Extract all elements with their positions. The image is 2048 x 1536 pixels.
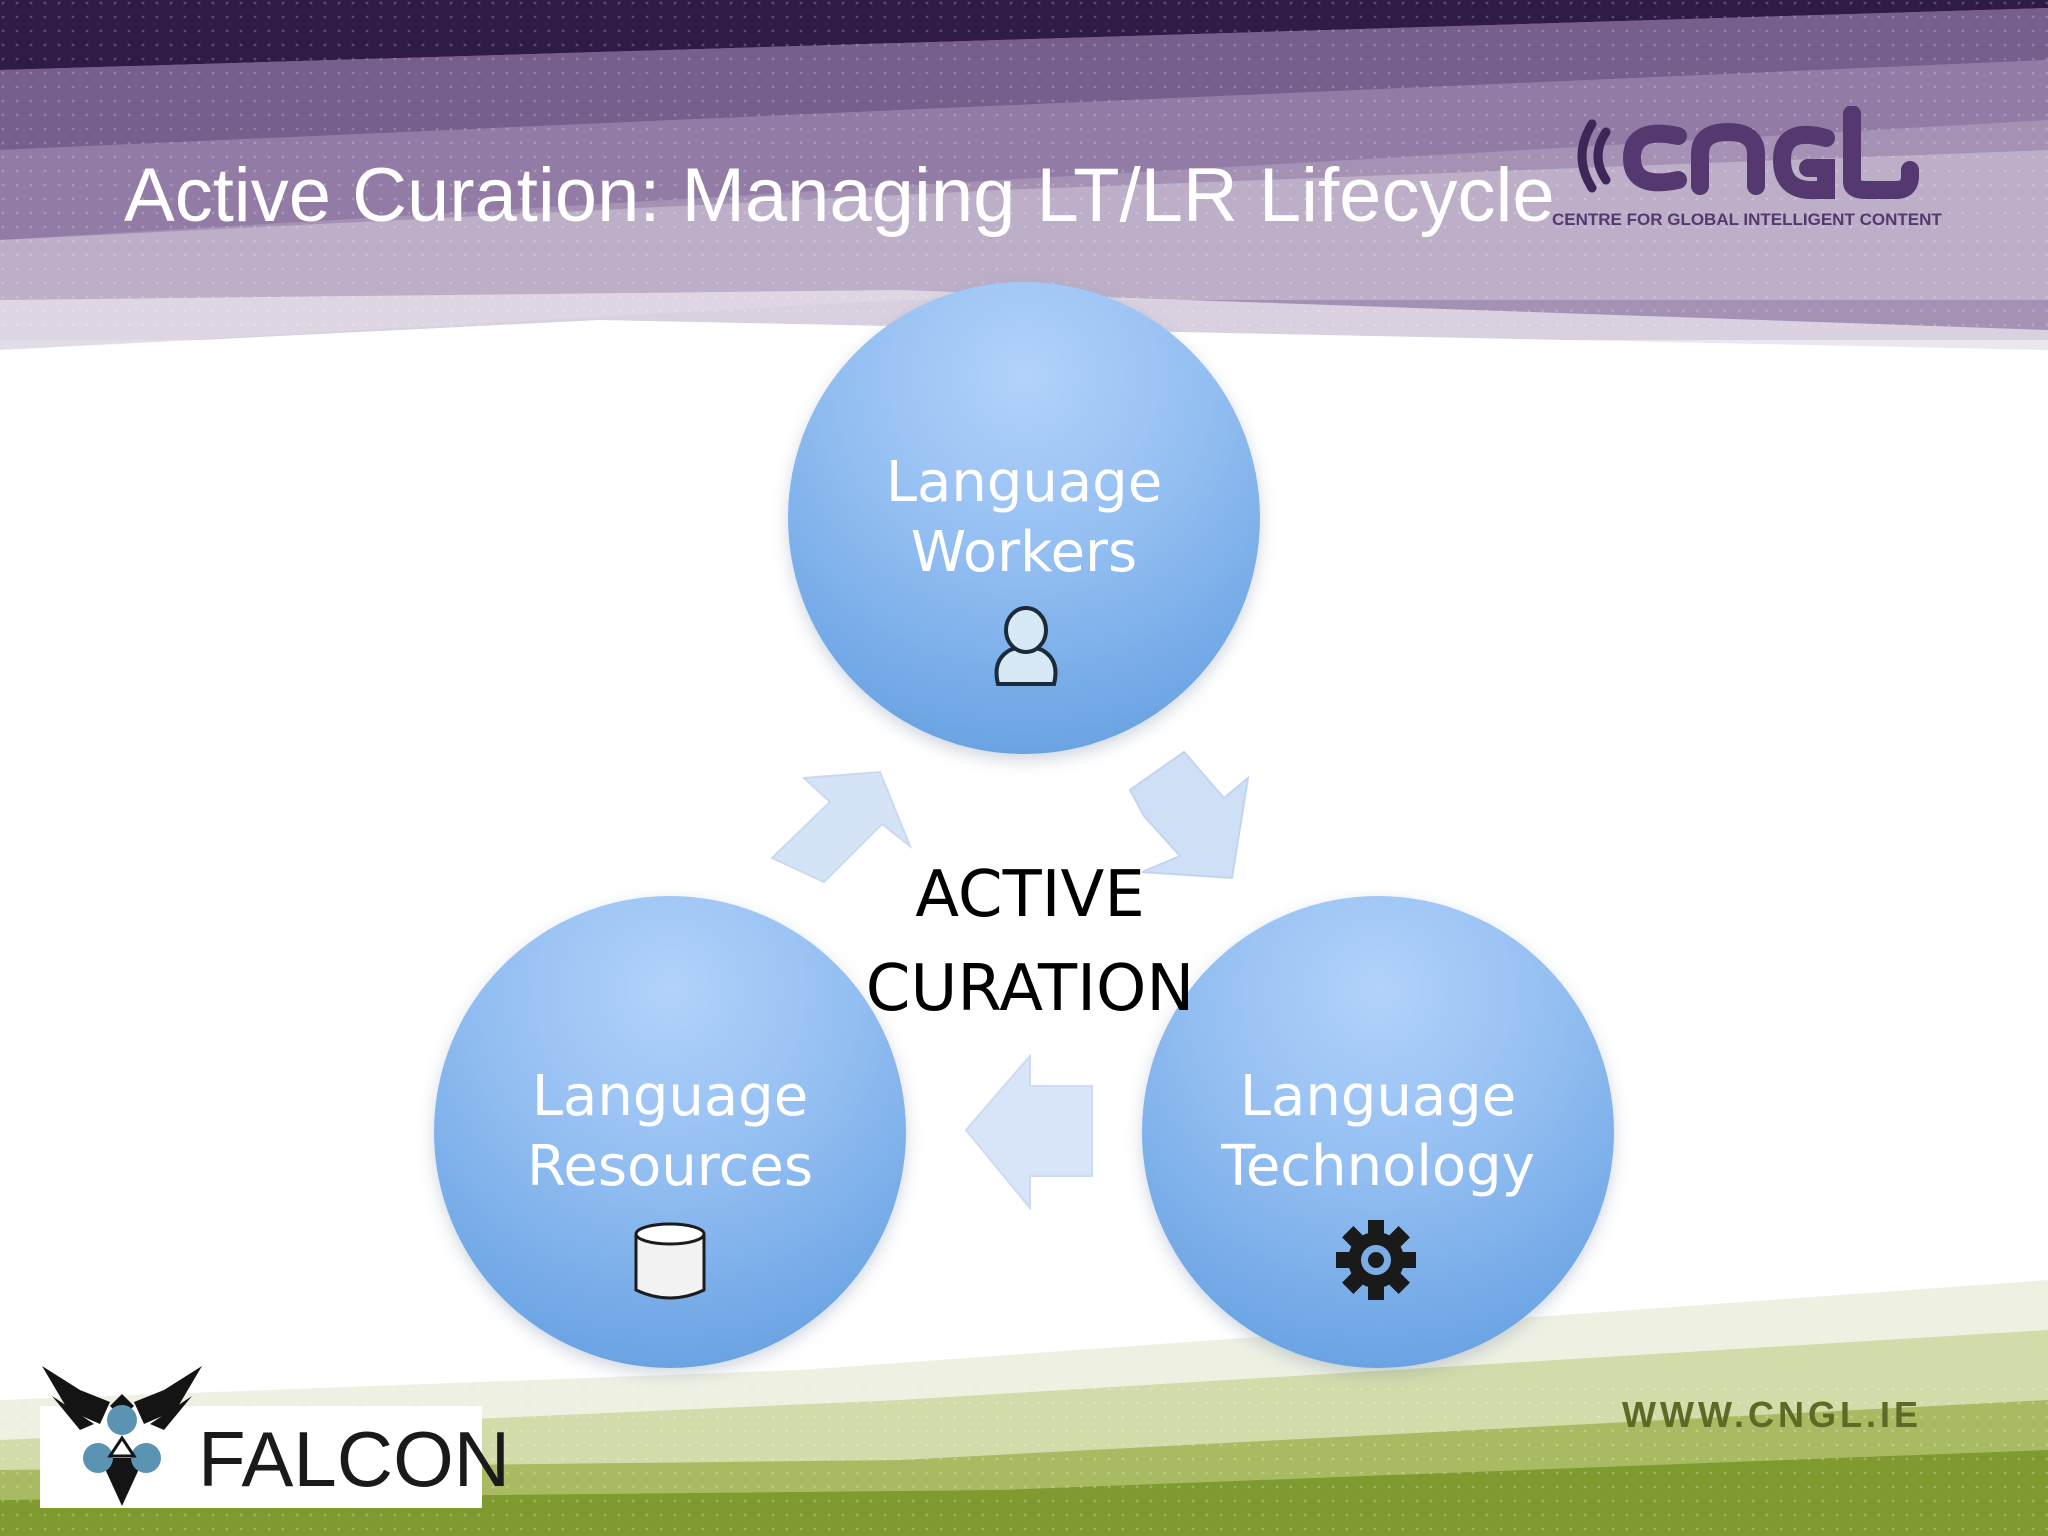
node-label-line1: Language	[1239, 1064, 1517, 1129]
gear-icon	[1336, 1220, 1416, 1300]
slide-title: Active Curation: Managing LT/LR Lifecycl…	[124, 153, 1555, 238]
node-language-technology: Language Technology	[1142, 896, 1614, 1368]
node-language-workers: Language Workers	[788, 282, 1260, 754]
arrow-technology-to-resources	[964, 1053, 1093, 1210]
node-label-line2: Technology	[1221, 1134, 1535, 1199]
cngl-logo	[1577, 106, 1919, 200]
cngl-tagline: CENTRE FOR GLOBAL INTELLIGENT CONTENT	[1552, 210, 1942, 229]
node-label-line1: Language	[885, 450, 1163, 515]
arrow-resources-to-workers	[770, 770, 913, 884]
center-label-line2: CURATION	[865, 952, 1195, 1026]
falcon-label: FALCON	[198, 1415, 511, 1503]
node-label-line2: Resources	[527, 1134, 813, 1199]
node-label-line1: Language	[531, 1064, 809, 1129]
falcon-bird-icon	[42, 1366, 202, 1506]
database-icon	[634, 1222, 706, 1300]
center-label-line1: ACTIVE	[915, 858, 1145, 932]
cngl-url-link[interactable]: WWW.CNGL.IE	[1622, 1394, 1922, 1435]
arrow-workers-to-technology	[1128, 750, 1250, 880]
node-label-line2: Workers	[910, 520, 1138, 585]
node-language-resources: Language Resources	[434, 896, 906, 1368]
person-icon	[994, 606, 1058, 686]
